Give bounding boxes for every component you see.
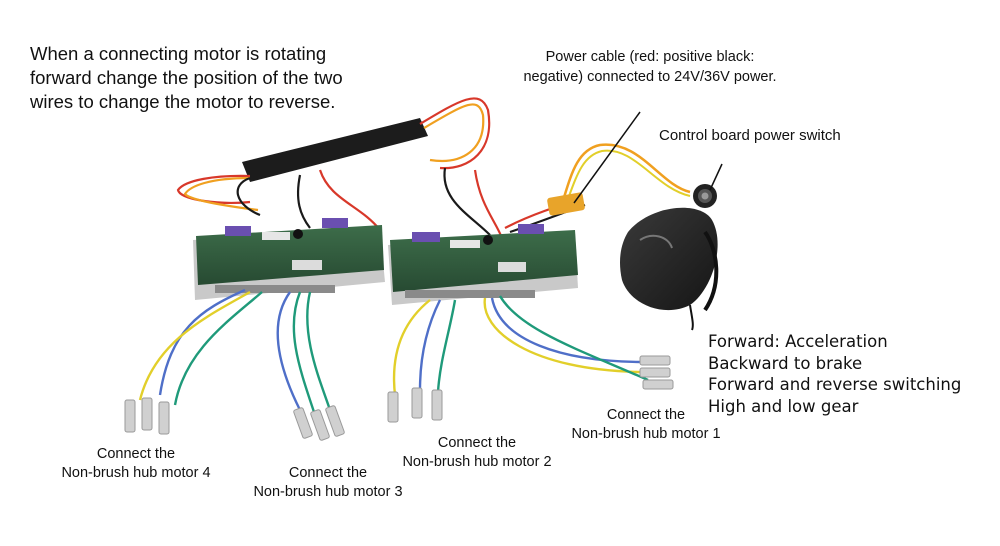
remote-control xyxy=(620,207,719,331)
motor-4-line1: Connect the xyxy=(96,446,176,462)
controller-board-left xyxy=(193,218,385,300)
pointer-lines xyxy=(573,111,723,204)
motor-wires xyxy=(138,288,649,416)
power-cable-note-line1: Power cable (red: positive black: xyxy=(545,49,755,65)
controller-board-right xyxy=(388,224,578,305)
control-forward: Forward: Acceleration xyxy=(708,332,888,351)
control-gear: High and low gear xyxy=(708,396,859,416)
wire-terminals xyxy=(124,355,674,441)
motor-1-line1: Connect the xyxy=(606,407,686,423)
remote-controls-list: Forward: Acceleration Backward to brake … xyxy=(708,331,961,417)
motor-3-line1: Connect the xyxy=(288,465,368,481)
control-backward: Backward to brake xyxy=(708,353,863,373)
motor-2-line2: Non-brush hub motor 2 xyxy=(402,454,552,470)
motor-2-label: Connect the Non-brush hub motor 2 xyxy=(391,434,563,472)
motor-1-line2: Non-brush hub motor 1 xyxy=(571,426,721,442)
heat-shrink-sleeve xyxy=(242,118,428,182)
motor-2-line1: Connect the xyxy=(437,435,517,451)
motor-4-label: Connect the Non-brush hub motor 4 xyxy=(50,445,222,483)
motor-3-label: Connect the Non-brush hub motor 3 xyxy=(242,464,414,502)
power-switch xyxy=(693,184,717,208)
reverse-wiring-note: When a connecting motor is rotating forw… xyxy=(30,43,343,112)
motor-1-label: Connect the Non-brush hub motor 1 xyxy=(561,406,731,444)
top-wiring xyxy=(176,97,586,239)
power-cable xyxy=(547,143,691,216)
motor-4-line2: Non-brush hub motor 4 xyxy=(61,465,211,481)
motor-3-line2: Non-brush hub motor 3 xyxy=(253,484,403,500)
power-cable-note-line2: negative) connected to 24V/36V power. xyxy=(523,69,777,85)
power-switch-note: Control board power switch xyxy=(659,127,841,144)
power-cable-note: Power cable (red: positive black: negati… xyxy=(500,47,800,87)
control-direction: Forward and reverse switching xyxy=(708,375,962,394)
